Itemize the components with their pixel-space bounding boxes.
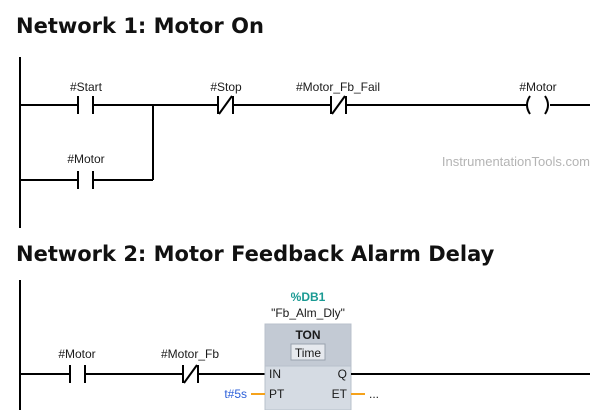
timer-pin-et: ET [332,387,348,401]
motor-coil-label: #Motor [519,80,556,94]
stop-contact-label: #Stop [210,80,242,94]
motor-hold-contact[interactable] [77,171,94,189]
start-contact-label: #Start [70,80,103,94]
network-2-title: Network 2: Motor Feedback Alarm Delay [16,242,495,266]
motor-fb-contact[interactable] [182,364,199,384]
timer-subtype[interactable]: Time [295,346,322,360]
timer-db-address: %DB1 [291,290,326,304]
pt-value[interactable]: t#5s [224,387,247,401]
network-1: #Start #Stop #Motor_Fb_Fail #Motor [19,57,590,228]
stop-contact[interactable] [217,95,234,115]
timer-pin-q: Q [338,367,347,381]
timer-pin-in: IN [269,367,281,381]
timer-pin-pt: PT [269,387,285,401]
start-contact[interactable] [77,96,94,114]
motor-fb-fail-contact-label: #Motor_Fb_Fail [296,80,380,94]
motor-coil[interactable] [526,95,549,115]
network-1-title: Network 1: Motor On [16,14,264,38]
watermark-text: InstrumentationTools.com [442,154,590,169]
motor-hold-contact-label: #Motor [67,152,104,166]
motor-fb-fail-contact[interactable] [330,95,347,115]
motor-contact-label: #Motor [58,347,95,361]
timer-type: TON [295,328,320,342]
network-2: #Motor #Motor_Fb %DB1 "Fb_Alm_Dly" TON T… [19,280,590,410]
et-value[interactable]: ... [369,387,379,401]
timer-instance-name: "Fb_Alm_Dly" [271,306,345,320]
motor-contact[interactable] [69,365,86,383]
ton-timer-block[interactable] [264,323,352,410]
motor-fb-contact-label: #Motor_Fb [161,347,219,361]
